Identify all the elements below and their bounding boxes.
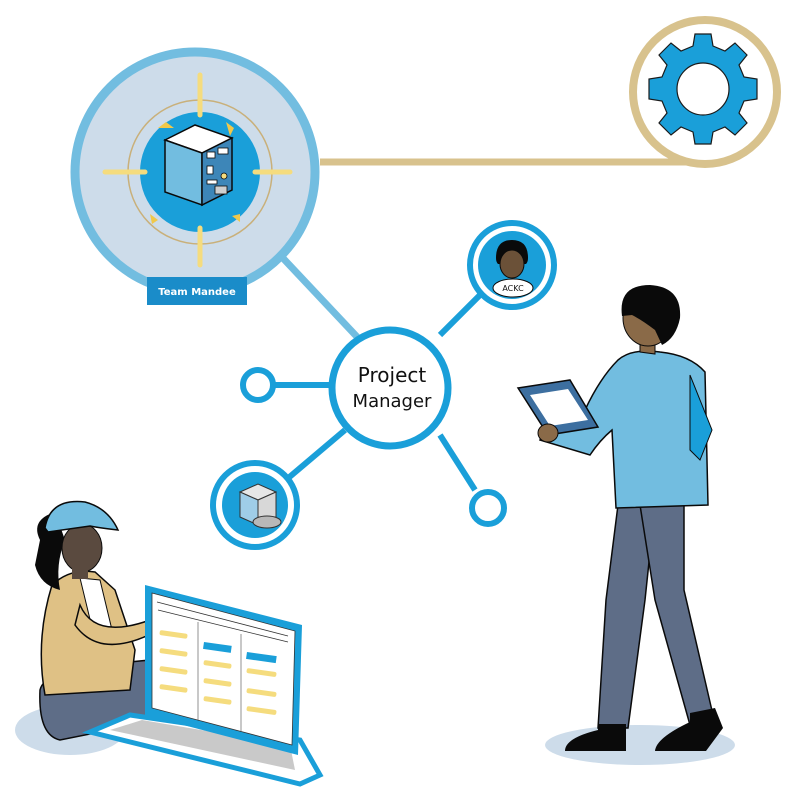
hub-title-line2: Manager	[353, 391, 432, 412]
standing-man	[516, 285, 735, 765]
shoes	[565, 708, 723, 751]
trousers	[597, 504, 714, 729]
storage-node[interactable]	[210, 460, 300, 550]
storage-box-icon	[238, 483, 282, 529]
server-gear-icon	[102, 72, 293, 268]
team-badge: Team Mandee	[147, 277, 247, 305]
woman-head	[35, 500, 120, 590]
bag	[689, 374, 713, 461]
tablet-device	[516, 379, 600, 436]
man-hand	[537, 423, 559, 443]
gear-icon	[648, 33, 758, 145]
settings-node[interactable]	[629, 16, 781, 168]
avatar-node[interactable]: ACKC	[467, 220, 557, 310]
empty-node-left[interactable]	[240, 367, 276, 403]
man-head	[621, 285, 681, 355]
person-avatar-icon: ACKC	[492, 240, 534, 298]
empty-node-right[interactable]	[469, 489, 507, 527]
hub-title-line1: Project	[358, 363, 427, 387]
team-badge-label: Team Mandee	[158, 287, 236, 298]
laptop-screen[interactable]	[145, 585, 302, 755]
laptop[interactable]	[82, 585, 324, 787]
team-node[interactable]: Team Mandee	[70, 47, 320, 305]
project-manager-hub[interactable]: Project Manager	[328, 326, 452, 450]
server-cabinet-icon	[163, 124, 234, 207]
cap	[44, 500, 120, 533]
kanban-board	[156, 601, 289, 731]
avatar-tag-label: ACKC	[502, 284, 524, 293]
